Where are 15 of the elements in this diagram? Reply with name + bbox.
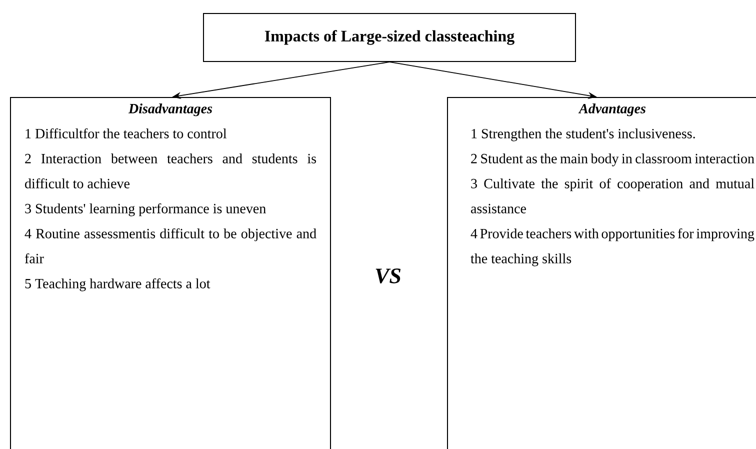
list-item: 4 Routine assessmentis difficult to be objective and fair: [24, 228, 316, 264]
text-box: [10, 97, 331, 449]
list-item: 3 Students' learning performance is uneven: [25, 203, 266, 216]
list-item: 3 Cultivate the spirit of cooperation and mutual assistance: [470, 178, 754, 214]
list-item: 4 Provide teachers with opportunities for improving the teaching skills: [470, 228, 754, 266]
heading: Disadvantages: [128, 103, 212, 116]
title-box: Impacts of Large-sized classteaching: [203, 13, 576, 62]
list-item: 2 Student as the main body in classroom interaction: [471, 153, 754, 166]
list-item: 5 Teaching hardware affects a lot: [25, 278, 210, 292]
heading: Advantages: [578, 103, 646, 116]
list-item: 1 Strengthen the student's inclusiveness.: [472, 128, 695, 142]
list-item: 1 Difficultfor the teachers to control: [26, 128, 227, 138]
text-box: [447, 97, 756, 449]
vs-label: VS: [376, 268, 401, 284]
list-item: 2 Interaction between teachers and students is difficult to achieve: [25, 153, 316, 188]
